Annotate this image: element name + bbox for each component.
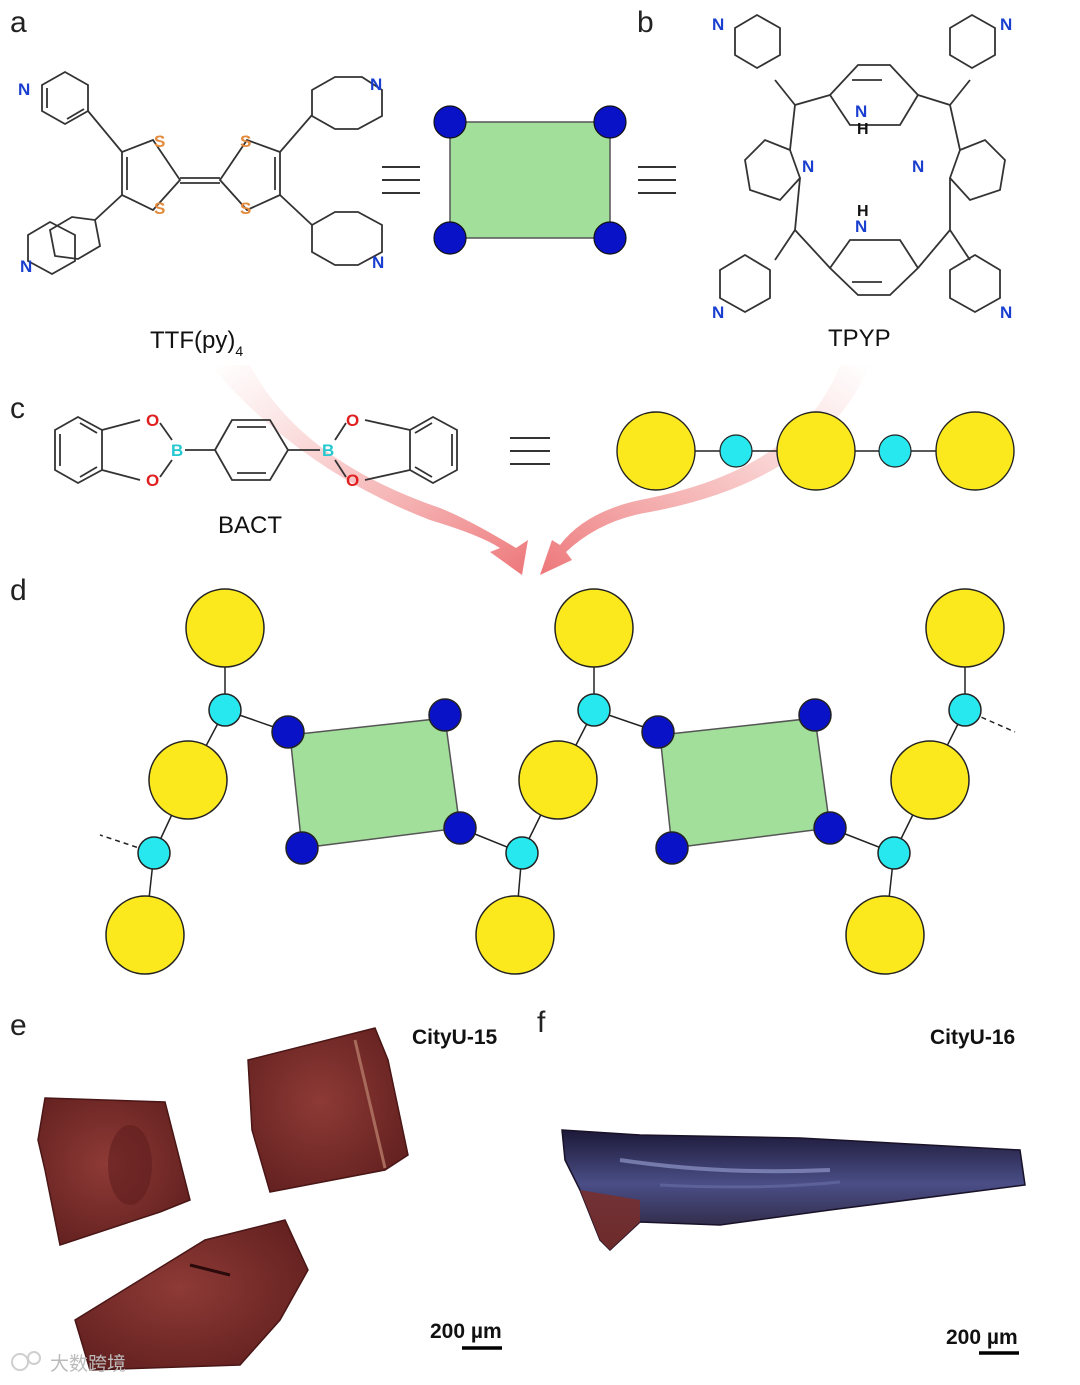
molecule-label-ttf: TTF(py)4 bbox=[150, 327, 243, 359]
atom-o: O bbox=[346, 471, 359, 490]
bact-structure: O O B B O O bbox=[54, 411, 458, 490]
tpyp-structure: N N N N N H N N H N bbox=[712, 13, 1012, 322]
photo-label-cityu15: CityU-15 bbox=[412, 1026, 498, 1049]
atom-s: S bbox=[154, 199, 165, 218]
arrow-right bbox=[540, 365, 870, 575]
crystal-photo-cityu15 bbox=[37, 1027, 409, 1371]
atom-o: O bbox=[146, 411, 159, 430]
atom-o: O bbox=[346, 411, 359, 430]
equivalence-sign bbox=[638, 166, 676, 194]
panel-label-b: b bbox=[637, 6, 654, 39]
panel-label-c: c bbox=[10, 392, 25, 425]
atom-n: N bbox=[1000, 303, 1012, 322]
equivalence-sign bbox=[510, 437, 550, 465]
panel-label-a: a bbox=[10, 6, 27, 39]
atom-s: S bbox=[154, 132, 165, 151]
atom-n: N bbox=[372, 253, 384, 272]
panel-label-d: d bbox=[10, 574, 27, 607]
atom-h: H bbox=[857, 203, 869, 220]
square-node-schematic bbox=[433, 105, 627, 255]
atom-n: N bbox=[1000, 15, 1012, 34]
atom-n: N bbox=[855, 217, 867, 236]
atom-n: N bbox=[802, 157, 814, 176]
atom-h: H bbox=[857, 121, 869, 138]
atom-n: N bbox=[712, 15, 724, 34]
watermark-text: 大数跨境 bbox=[50, 1353, 126, 1375]
molecule-label-tpyp: TPYP bbox=[828, 325, 891, 352]
watermark: 大数跨境 bbox=[11, 1351, 126, 1375]
atom-n: N bbox=[18, 80, 30, 99]
photo-label-cityu16: CityU-16 bbox=[930, 1026, 1015, 1049]
molecule-label-bact: BACT bbox=[218, 512, 282, 539]
crystal-photo-cityu16 bbox=[561, 1129, 1026, 1252]
scale-bar-label: 200 µm bbox=[946, 1326, 1018, 1349]
equivalence-sign bbox=[382, 166, 420, 194]
atom-n: N bbox=[712, 303, 724, 322]
panel-label-e: e bbox=[10, 1009, 27, 1042]
linker-schematic bbox=[616, 411, 1015, 491]
atom-n: N bbox=[912, 157, 924, 176]
atom-s: S bbox=[240, 199, 251, 218]
atom-s: S bbox=[240, 132, 251, 151]
atom-n: N bbox=[370, 75, 382, 94]
atom-n: N bbox=[20, 257, 32, 276]
arrow-left bbox=[210, 365, 528, 575]
scale-bar-label: 200 µm bbox=[430, 1320, 502, 1343]
atom-o: O bbox=[146, 471, 159, 490]
atom-n: N bbox=[855, 102, 867, 121]
panel-label-f: f bbox=[537, 1006, 546, 1039]
ttf-py4-structure: N N N N S S S S bbox=[18, 70, 384, 276]
framework-schematic bbox=[99, 588, 1016, 975]
atom-b: B bbox=[322, 441, 334, 460]
atom-b: B bbox=[171, 441, 183, 460]
